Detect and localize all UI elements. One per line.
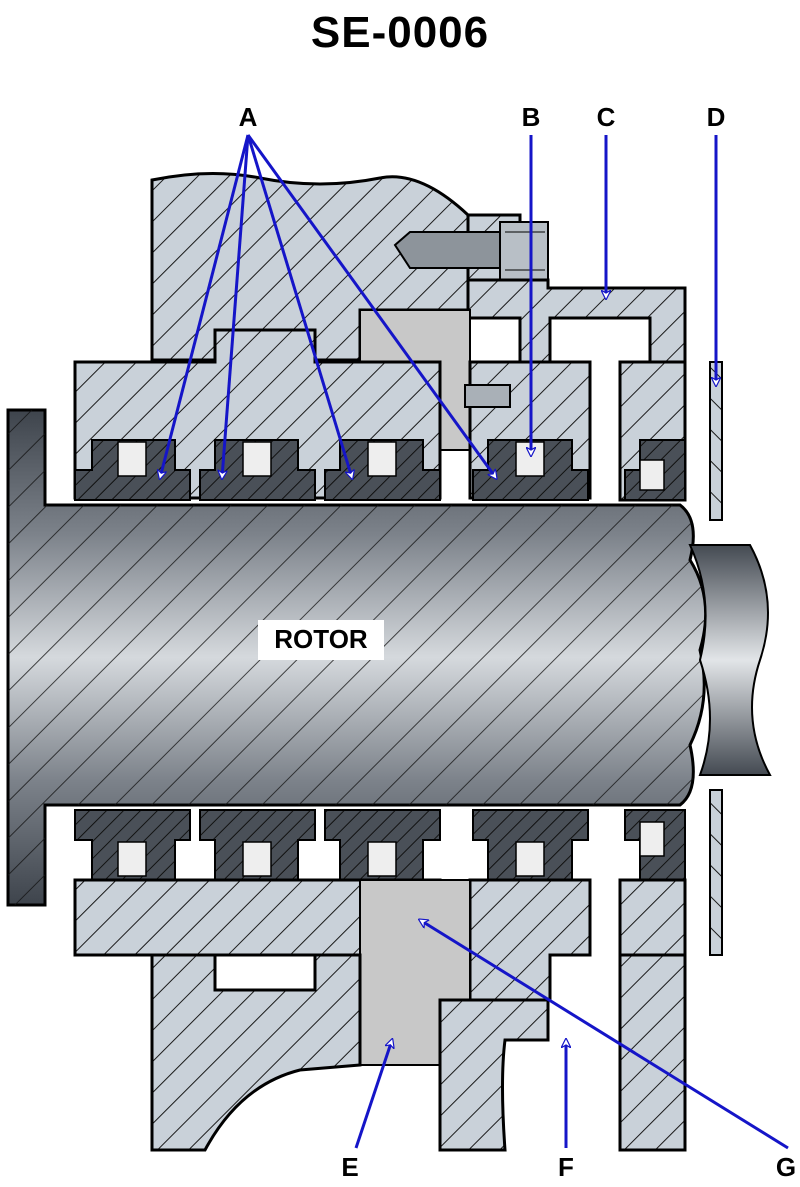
arrow-a-3	[246, 134, 352, 478]
arrow-a-1	[160, 134, 250, 478]
arrow-a-4	[246, 134, 496, 478]
upper-seal-rings	[74, 439, 686, 501]
callout-g: G	[776, 1152, 796, 1182]
callout-b: B	[522, 102, 541, 132]
rotor-label: ROTOR	[274, 624, 368, 654]
lower-seal-rings	[74, 809, 686, 883]
callout-f: F	[558, 1152, 574, 1182]
arrow-e	[354, 1040, 392, 1149]
callout-a: A	[239, 102, 258, 132]
arrow-a-2	[222, 134, 250, 478]
mating-ring	[709, 361, 723, 956]
seal-cover	[466, 278, 687, 367]
rotor-label-bg	[258, 620, 384, 660]
callout-arrows	[160, 134, 789, 1150]
lower-housing	[150, 953, 687, 1152]
callout-d: D	[707, 102, 726, 132]
callout-e: E	[341, 1152, 358, 1182]
arrow-g	[420, 920, 789, 1150]
bolt	[393, 221, 549, 281]
diagram-title: SE-0006	[310, 8, 490, 57]
callout-c: C	[597, 102, 616, 132]
